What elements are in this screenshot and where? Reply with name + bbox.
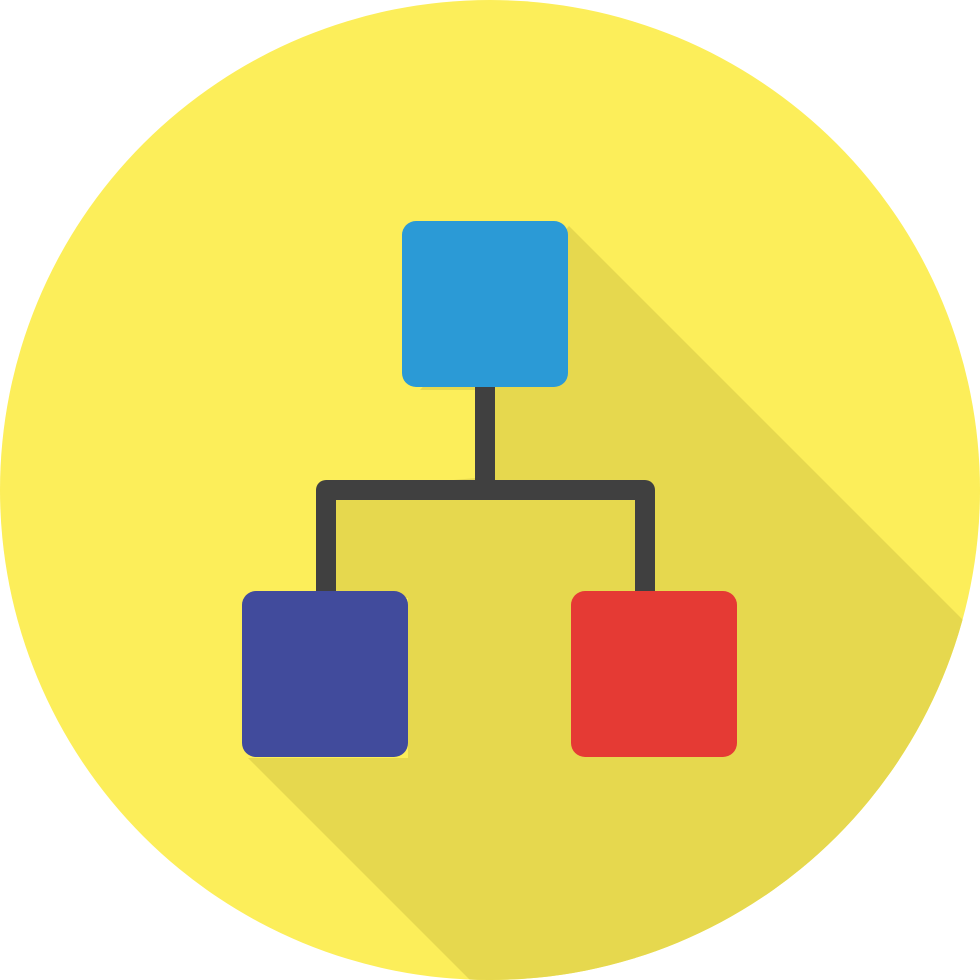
connector-lines [316, 385, 655, 596]
connector-horizontal [316, 480, 655, 596]
left-node-square [242, 591, 408, 757]
right-node-square [571, 591, 737, 757]
top-node-square [402, 221, 568, 387]
